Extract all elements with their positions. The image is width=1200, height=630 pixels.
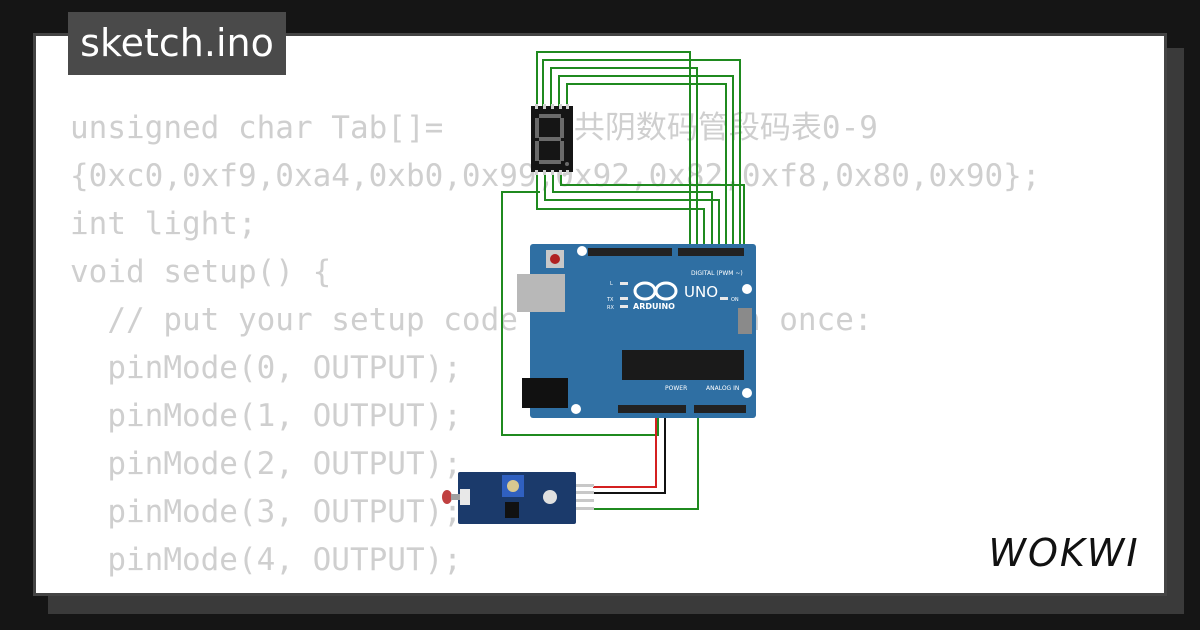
photoresistor [442,490,452,504]
wire-black [593,410,666,494]
board-model-label: UNO [684,283,718,301]
code-line: int light; [70,206,257,242]
header-digital-low [678,248,744,256]
arduino-uno-board[interactable]: UNO ARDUINO DIGITAL (PWM ~) POWER ANALOG… [517,244,756,418]
code-preview: unsigned char Tab[]= //共阴数码管段码表0-9{0xc0,… [70,104,1041,593]
wire-red [593,410,657,488]
icsp-header [738,308,752,334]
brand-text: WOKWI [988,531,1139,575]
tx-led-label: TX [606,297,614,303]
comparator-chip [505,502,519,518]
rx-led-label: RX [607,305,614,311]
code-line: void setup() { [70,254,332,290]
board-brand-label: ARDUINO [633,302,675,311]
light-sensor-module[interactable] [442,472,594,524]
power-pins-label: POWER [665,385,687,392]
wires-green [501,51,745,510]
header-digital-high [588,248,672,256]
code-line: pinMode(2, OUTPUT); [70,446,462,482]
l-led-label: L [610,281,613,287]
usb-port [517,274,565,312]
file-name-badge: sketch.ino [68,12,286,75]
code-line: pinMode(1, OUTPUT); [70,398,462,434]
on-led-label: ON [731,297,739,303]
code-line: unsigned char Tab[]= //共阴数码管段码表0-9 [70,110,878,146]
digital-pins-label: DIGITAL (PWM ~) [691,270,743,277]
code-line: pinMode(0, OUTPUT); [70,350,462,386]
power-jack [522,378,568,408]
header-analog [694,405,746,413]
wokwi-logo: WOKWI [988,531,1139,575]
code-line: pinMode(4, OUTPUT); [70,542,462,578]
seven-segment-display[interactable] [531,104,573,175]
arduino-logo-icon [633,281,678,301]
code-line: pinMode(5, OUTPUT); [70,584,1041,593]
microcontroller-chip [622,350,744,380]
analog-pins-label: ANALOG IN [706,385,739,392]
header-power [618,405,686,413]
code-line: // put your setup code here, to run once… [70,302,873,338]
code-line: pinMode(3, OUTPUT); [70,494,462,530]
